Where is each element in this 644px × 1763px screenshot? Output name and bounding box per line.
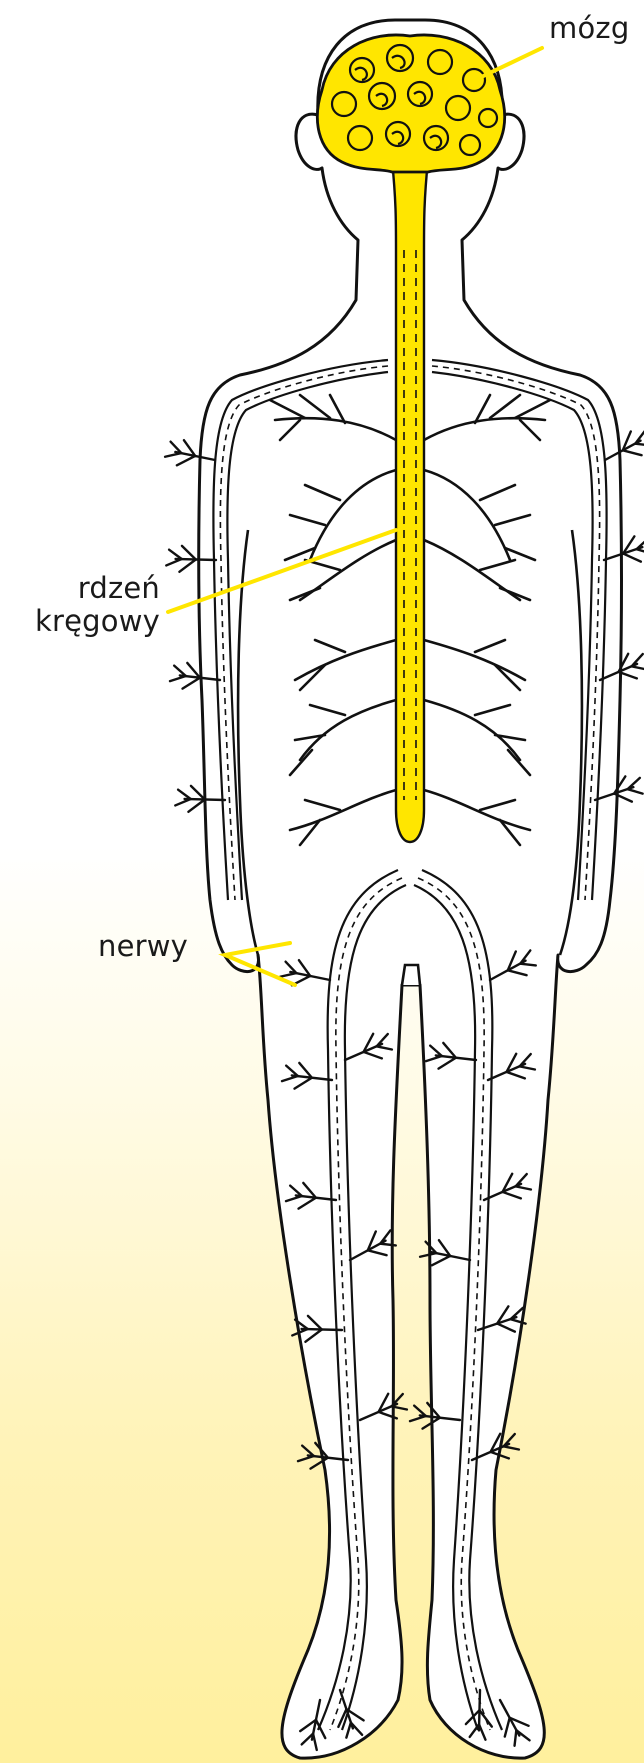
crotch-line	[402, 965, 420, 985]
spinal-cord	[392, 160, 428, 842]
spinal-cord-label-line2: kręgowy	[18, 605, 160, 638]
spinal-cord-label: rdzeń kręgowy	[18, 572, 160, 638]
brain-label: mózg	[549, 12, 629, 45]
spinal-cord-label-line1: rdzeń	[18, 572, 160, 605]
nerves-label: nerwy	[98, 930, 188, 963]
brain	[317, 35, 504, 172]
